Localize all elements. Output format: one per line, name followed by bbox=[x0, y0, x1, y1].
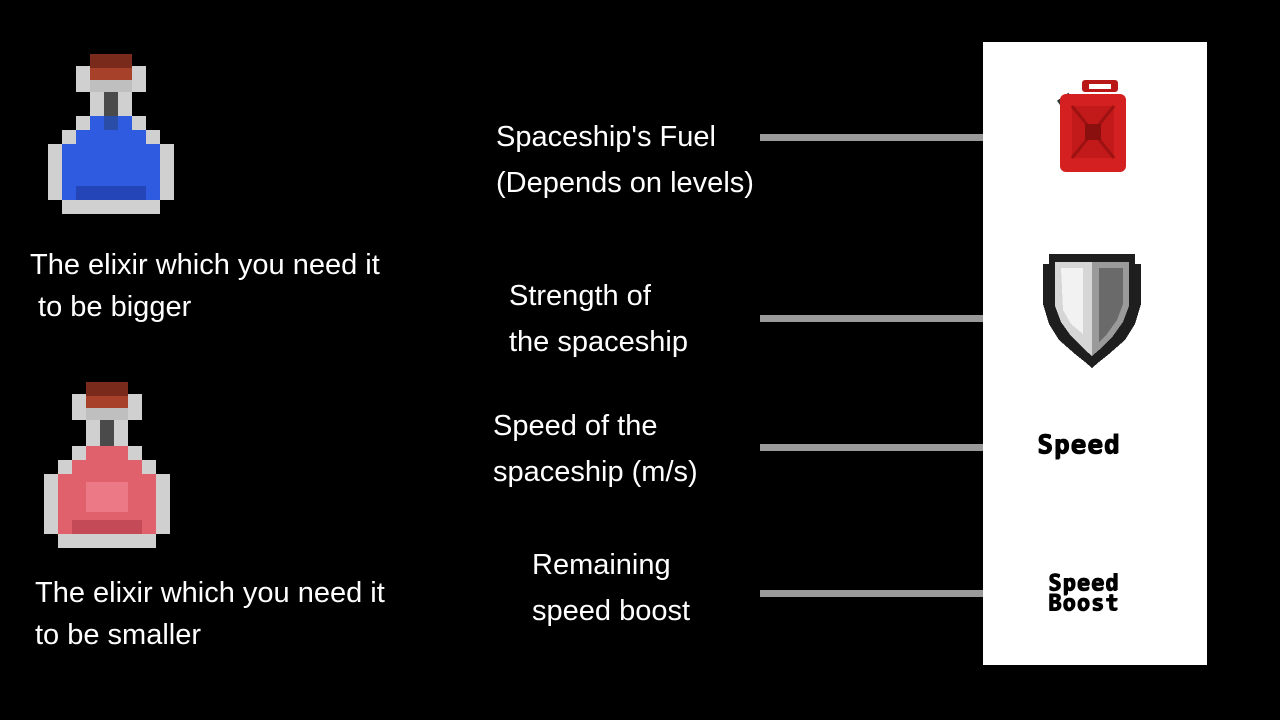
strength-leader-line bbox=[760, 315, 1029, 322]
speed-leader-line bbox=[760, 444, 1029, 451]
speed-label-icon: Speed bbox=[1037, 430, 1121, 460]
strength-label: Strength of the spaceship bbox=[509, 280, 688, 358]
speed-boost-label: Remaining speed boost bbox=[532, 549, 691, 627]
blue-potion-caption: The elixir which you need it to be bigge… bbox=[30, 249, 380, 323]
speed-boost-word-1: Speed bbox=[1048, 571, 1120, 596]
fuel-label: Spaceship's Fuel (Depends on levels) bbox=[496, 121, 754, 199]
speed-label: Speed of the spaceship (m/s) bbox=[493, 410, 698, 488]
red-potion-caption: The elixir which you need it to be small… bbox=[35, 577, 385, 651]
red-potion-icon bbox=[42, 382, 172, 550]
speed-boost-word-2: Boost bbox=[1048, 591, 1120, 616]
speed-boost-label-icon: Speed Boost bbox=[1048, 571, 1120, 616]
blue-potion-icon bbox=[46, 54, 176, 216]
shield-icon bbox=[1043, 254, 1141, 368]
fuel-leader-line bbox=[760, 134, 1029, 141]
fuel-can-icon bbox=[1056, 78, 1128, 174]
speed-boost-leader-line bbox=[760, 590, 1029, 597]
